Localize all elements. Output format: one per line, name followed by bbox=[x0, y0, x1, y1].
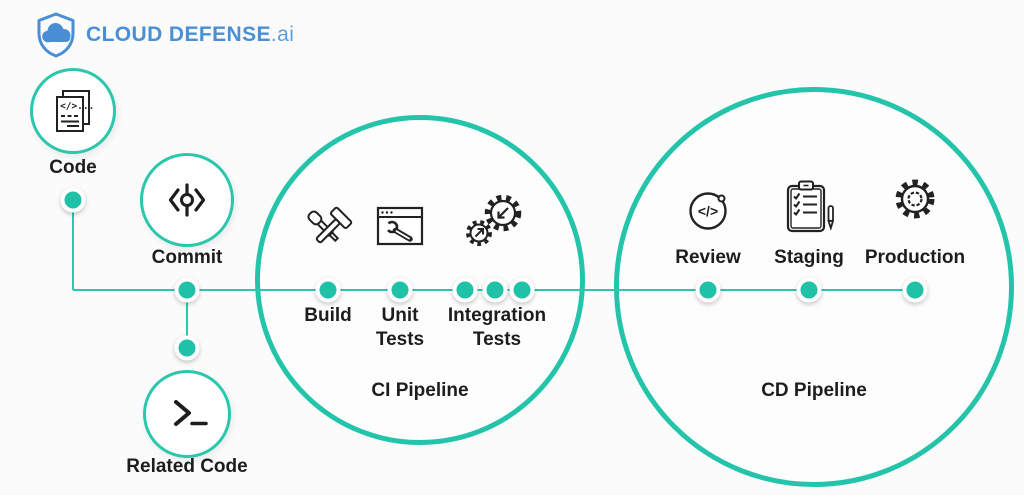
integration-gears-icon bbox=[462, 192, 526, 252]
build-tools-icon bbox=[298, 201, 358, 261]
unit-tests-label: Unit Tests bbox=[375, 305, 425, 350]
terminal-icon bbox=[163, 390, 211, 438]
logo: CLOUD DEFENSE.ai bbox=[34, 12, 294, 58]
related-code-connector-line bbox=[186, 290, 188, 348]
logo-brand: CLOUD DEFENSE bbox=[86, 23, 271, 46]
integration-tests-label: Integration Tests bbox=[447, 305, 547, 350]
code-node-circle: </>... bbox=[30, 68, 116, 154]
related-code-label: Related Code bbox=[126, 456, 248, 477]
logo-text: CLOUD DEFENSE.ai bbox=[86, 23, 294, 47]
logo-suffix: .ai bbox=[270, 23, 295, 46]
ci-pipeline-circle bbox=[255, 115, 585, 445]
review-label: Review bbox=[675, 247, 741, 268]
pipeline-dot-production bbox=[902, 277, 928, 303]
ci-pipeline-title: CI Pipeline bbox=[371, 380, 469, 401]
browser-wrench-icon bbox=[372, 200, 428, 252]
pipeline-dot-build bbox=[315, 277, 341, 303]
pipeline-dot-unit-tests bbox=[387, 277, 413, 303]
build-label: Build bbox=[304, 305, 352, 326]
commit-node-circle bbox=[140, 153, 234, 247]
pipeline-dot-commit bbox=[174, 277, 200, 303]
pipeline-dot-staging bbox=[796, 277, 822, 303]
clipboard-pen-icon bbox=[778, 179, 840, 235]
commit-label: Commit bbox=[151, 247, 223, 268]
cd-pipeline-title: CD Pipeline bbox=[761, 380, 867, 401]
commit-icon bbox=[163, 176, 211, 224]
shield-cloud-icon bbox=[34, 12, 78, 58]
pipeline-dot-integration-1 bbox=[452, 277, 478, 303]
related-code-node-circle bbox=[143, 370, 231, 458]
code-label: Code bbox=[49, 157, 97, 178]
pipeline-dot-code bbox=[60, 187, 86, 213]
pipeline-dot-integration-2 bbox=[482, 277, 508, 303]
code-connector-line bbox=[72, 200, 74, 290]
pipeline-dot-related-code bbox=[174, 335, 200, 361]
staging-label: Staging bbox=[774, 247, 844, 268]
production-label: Production bbox=[864, 247, 966, 268]
pipeline-dot-review bbox=[695, 277, 721, 303]
review-glyph: </> bbox=[698, 203, 718, 219]
gear-icon bbox=[889, 173, 941, 225]
code-doc-glyph: </>... bbox=[60, 101, 94, 112]
code-document-icon: </>... bbox=[50, 88, 96, 134]
code-review-icon: </> bbox=[681, 184, 735, 238]
pipeline-dot-integration-3 bbox=[509, 277, 535, 303]
